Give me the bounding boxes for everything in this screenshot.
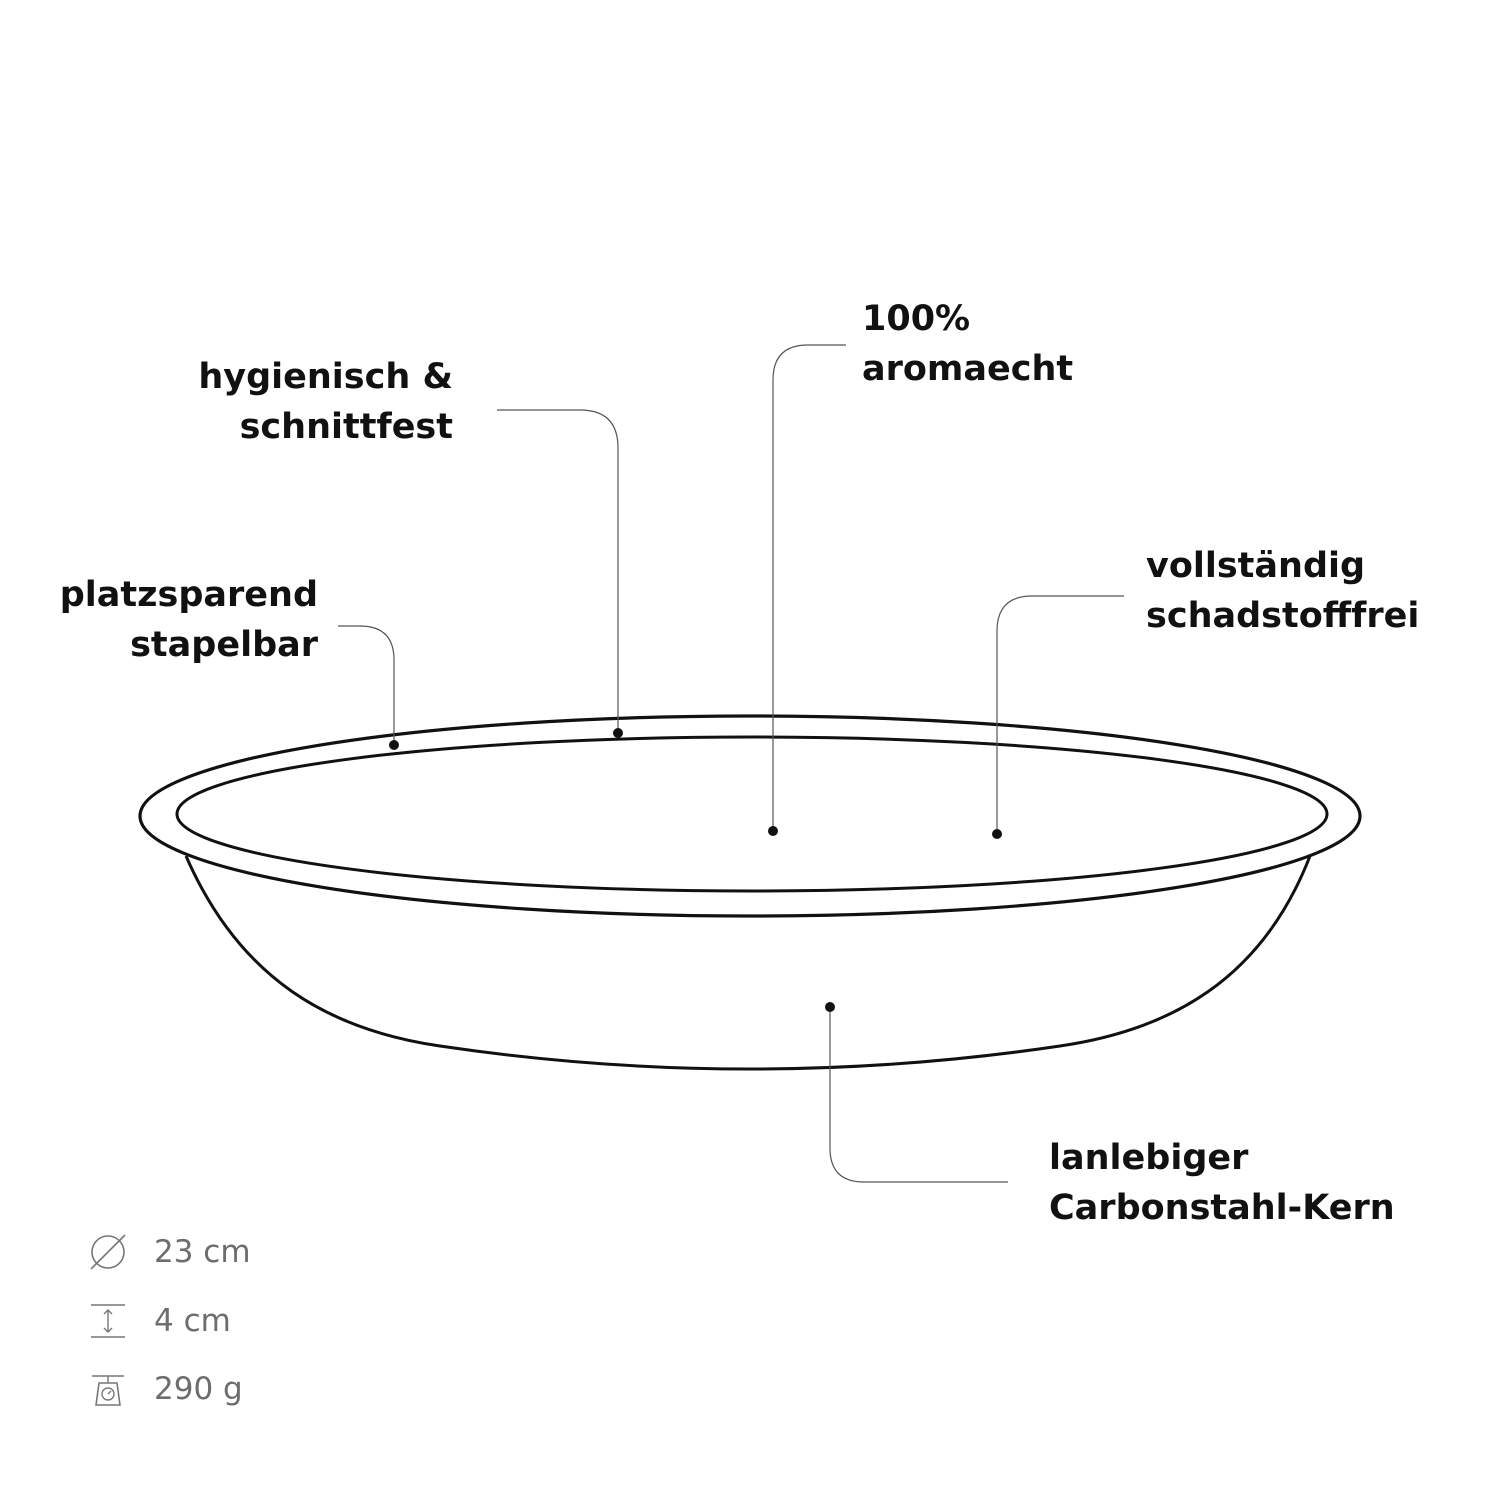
leader-line-core xyxy=(829,1008,1008,1183)
annotation-hygienic: hygienisch & schnittfest xyxy=(150,352,453,452)
spec-weight-value: 290 g xyxy=(154,1371,243,1407)
leader-line-pollutant-free xyxy=(996,595,1124,833)
annotation-stackable: platzsparend stapelbar xyxy=(20,570,318,670)
leader-line-hygienic xyxy=(497,409,619,732)
anchor-dot-stackable xyxy=(389,740,399,750)
scale-icon xyxy=(92,1375,124,1406)
anchor-dot-core xyxy=(825,1002,835,1012)
height-icon xyxy=(91,1304,125,1338)
annotation-stackable-line1: platzsparend xyxy=(59,575,318,615)
spec-height: 4 cm xyxy=(86,1296,486,1346)
annotation-core: lanlebiger Carbonstahl-Kern xyxy=(1049,1133,1395,1233)
annotation-pollutant-free-line2: schadstofffrei xyxy=(1146,596,1420,636)
anchor-dot-pollutant-free xyxy=(992,829,1002,839)
annotation-aroma-line2: aromaecht xyxy=(862,349,1074,389)
leader-line-aroma xyxy=(772,344,846,830)
bowl-rim-outer xyxy=(138,714,1362,918)
annotation-aroma: 100% aromaecht xyxy=(862,294,1073,394)
diameter-icon xyxy=(90,1234,126,1270)
spec-weight: 290 g xyxy=(86,1364,486,1414)
annotation-core-line1: lanlebiger xyxy=(1049,1138,1249,1178)
spec-diameter: 23 cm xyxy=(86,1227,486,1277)
annotation-pollutant-free-line1: vollständig xyxy=(1146,546,1366,586)
annotation-pollutant-free: vollständig schadstofffrei xyxy=(1146,541,1419,641)
leader-line-stackable xyxy=(338,625,395,744)
spec-height-value: 4 cm xyxy=(154,1303,231,1339)
annotation-hygienic-line1: hygienisch & xyxy=(198,357,453,397)
bowl-body-outline xyxy=(184,855,1312,1071)
annotation-hygienic-line2: schnittfest xyxy=(239,407,453,447)
anchor-dot-hygienic xyxy=(613,728,623,738)
annotation-core-line2: Carbonstahl-Kern xyxy=(1049,1188,1395,1228)
annotation-stackable-line2: stapelbar xyxy=(130,625,318,665)
annotation-aroma-line1: 100% xyxy=(862,299,971,339)
anchor-dot-aroma xyxy=(768,826,778,836)
bowl-rim-inner xyxy=(175,735,1329,893)
spec-diameter-value: 23 cm xyxy=(154,1234,251,1270)
